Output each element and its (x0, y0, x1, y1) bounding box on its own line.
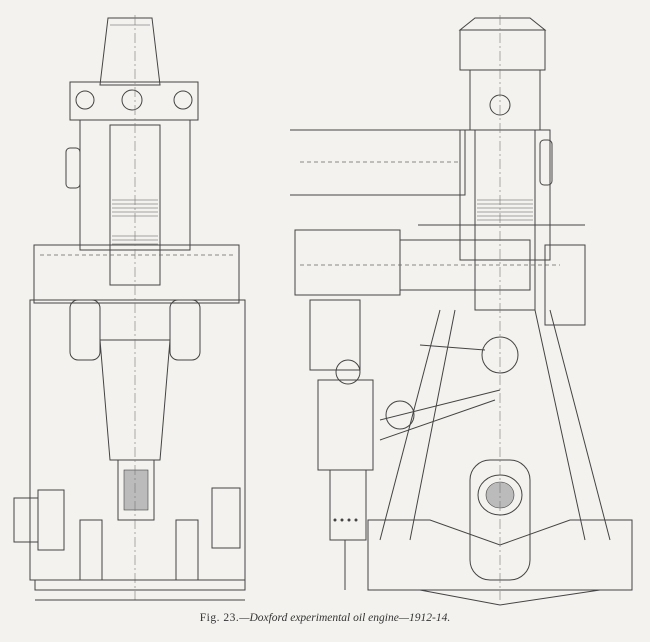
engine-drawing (13, 15, 633, 606)
fuel-pump-detail (333, 518, 358, 522)
figure-caption: Fig. 23.—Doxford experimental oil engine… (0, 612, 650, 624)
figure-caption-text: —Doxford experimental oil engine—1912-14… (239, 612, 451, 624)
cylinder-liner-fins (477, 199, 533, 221)
end-elevation-view (13, 15, 246, 601)
figure-label: Fig. 23. (199, 612, 240, 624)
side-elevation-view (290, 15, 633, 606)
